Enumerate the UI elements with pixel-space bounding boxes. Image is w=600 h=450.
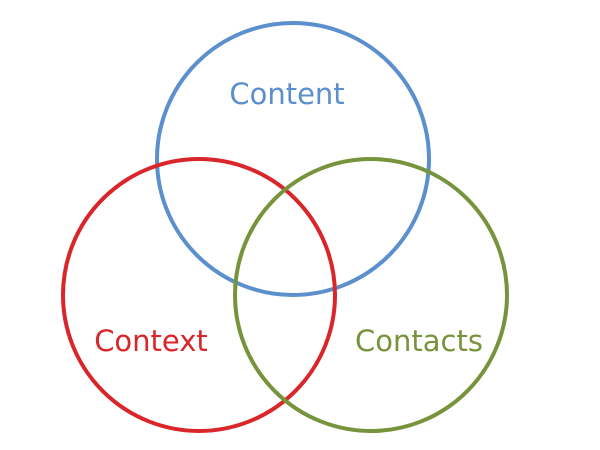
contacts-label: Contacts bbox=[355, 324, 483, 358]
contacts-circle bbox=[233, 157, 509, 433]
context-label: Context bbox=[94, 324, 208, 358]
content-circle bbox=[155, 21, 431, 297]
context-circle bbox=[61, 157, 337, 433]
content-label: Content bbox=[229, 77, 344, 111]
